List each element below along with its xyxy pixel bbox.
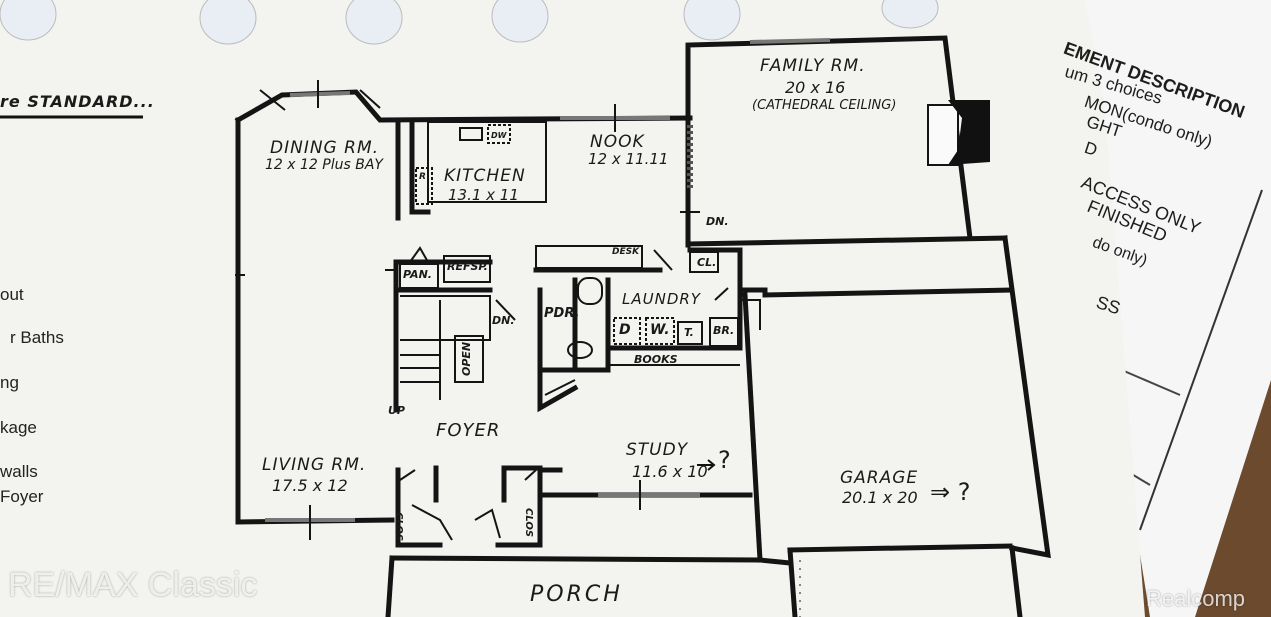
label-books: BOOKS: [634, 353, 678, 366]
binder-hole: [345, 0, 403, 45]
binder-hole: [491, 0, 549, 43]
label-dishwasher: DW: [491, 131, 507, 140]
room-dims-family: 20 x 16: [785, 78, 846, 97]
label-desk: DESK: [612, 247, 640, 257]
binder-hole: [683, 0, 741, 41]
standard-heading: re STANDARD...: [0, 92, 155, 111]
left-list-item: kage: [0, 418, 37, 437]
room-name-foyer: FOYER: [436, 420, 501, 441]
fixture-lines: [235, 38, 990, 617]
binder-hole: [881, 0, 939, 29]
room-dims-kitchen: 13.1 x 11: [448, 186, 519, 204]
walls: [234, 35, 1051, 617]
binder-hole: [0, 0, 57, 41]
label-closet-right: CLOS: [523, 508, 534, 538]
realcomp-watermark: Realcomp: [1146, 586, 1246, 611]
left-list-item: out: [0, 285, 24, 304]
label-tub: T.: [684, 326, 694, 339]
left-list-item: Foyer: [0, 487, 44, 506]
label-refrigerator-space: REFSP.: [447, 260, 488, 273]
room-dims-study: 11.6 x 10: [632, 462, 708, 481]
label-dryer: D: [619, 322, 631, 338]
left-list-item: ng: [0, 373, 19, 392]
room-dims-dining: 12 x 12 Plus BAY: [265, 157, 383, 173]
label-washer: W.: [650, 322, 670, 338]
label-pantry: PAN.: [403, 268, 432, 281]
room-name-family: FAMILY RM.: [760, 56, 866, 76]
remax-watermark: RE/MAX Classic: [8, 566, 258, 604]
label-nook-down: DN.: [706, 215, 729, 228]
study-question-mark: ?: [718, 446, 731, 474]
room-dims-living: 17.5 x 12: [272, 476, 348, 495]
label-range: R: [419, 172, 426, 182]
binder-hole: [199, 0, 257, 45]
label-stair-up: UP: [388, 404, 405, 417]
room-name-laundry: LAUNDRY: [622, 290, 701, 308]
study-arrow: [697, 459, 716, 471]
room-name-nook: NOOK: [590, 132, 645, 152]
room-name-living: LIVING RM.: [262, 455, 367, 475]
room-dims-nook: 12 x 11.11: [588, 150, 669, 168]
label-stair-down: DN.: [492, 314, 515, 327]
room-name-study: STUDY: [626, 440, 689, 460]
left-list-item: walls: [0, 462, 38, 481]
room-name-garage: GARAGE: [840, 468, 919, 488]
room-name-dining: DINING RM.: [270, 138, 380, 158]
sheet-line: [1139, 189, 1263, 531]
label-powder-room: PDR.: [544, 306, 580, 321]
room-name-porch: PORCH: [530, 582, 623, 607]
label-open: OPEN: [460, 341, 473, 376]
room-dims-garage: 20.1 x 20: [842, 488, 918, 507]
label-bench: BR.: [713, 324, 735, 337]
garage-question-mark: ⇒ ?: [930, 478, 971, 506]
label-closet-left: CLOS: [393, 512, 404, 542]
room-name-kitchen: KITCHEN: [444, 166, 526, 186]
left-list-item: r Baths: [10, 328, 64, 347]
label-closet: CL.: [697, 256, 717, 269]
room-note-family: (CATHEDRAL CEILING): [752, 98, 897, 113]
